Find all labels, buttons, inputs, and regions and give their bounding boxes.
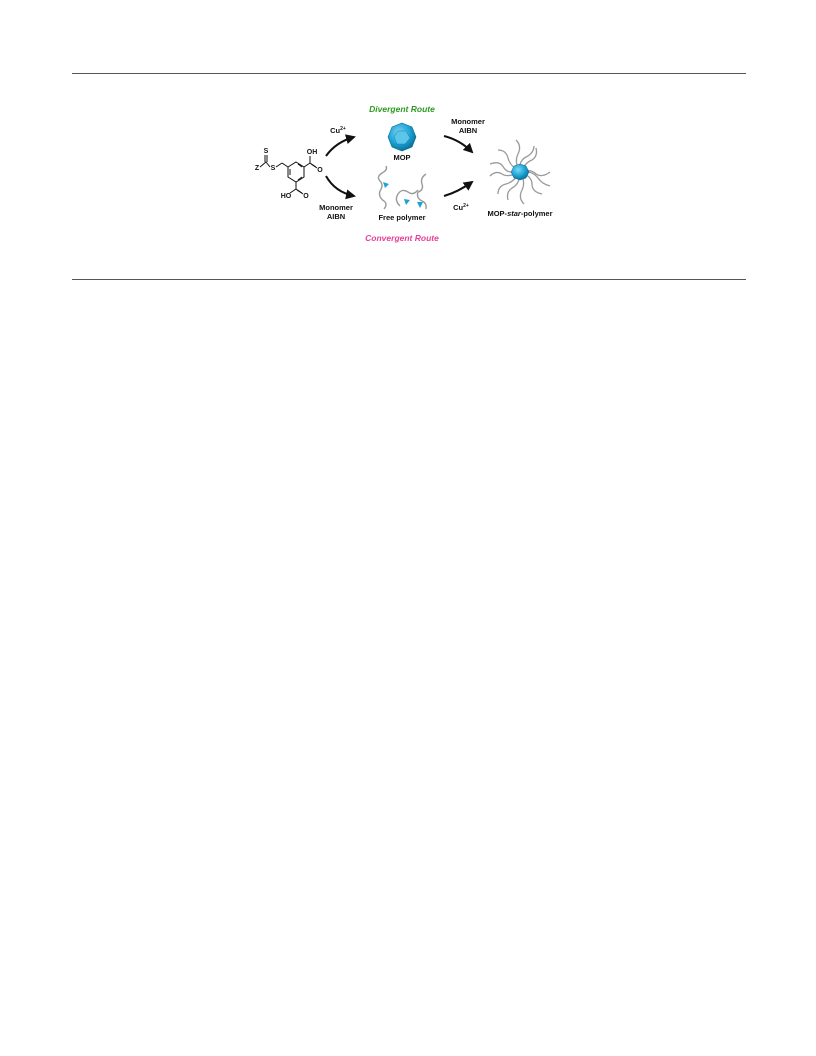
top-rule xyxy=(72,73,746,74)
star-polymer-label: MOP-star-polymer xyxy=(487,209,552,218)
star-core-cage-icon xyxy=(510,163,530,181)
atom-O-bottom: O xyxy=(303,193,309,200)
reaction-scheme: Divergent Route Convergent Route Z S S O… xyxy=(255,104,553,243)
mop-facet xyxy=(393,130,411,145)
arrow-polymer-to-star xyxy=(443,180,474,197)
polymer-end-group-icon xyxy=(417,202,423,208)
aibn-label-convergent: AIBN xyxy=(327,212,345,221)
monomer-label-convergent: Monomer xyxy=(319,203,353,212)
atom-Z: Z xyxy=(255,165,260,172)
free-polymer-icon xyxy=(377,165,427,210)
convergent-route-label: Convergent Route xyxy=(365,233,439,243)
arrow-mop-to-star xyxy=(443,135,474,154)
polymer-end-group-icon xyxy=(404,199,410,205)
atom-S-thio: S xyxy=(271,165,276,172)
atom-O-top: O xyxy=(317,167,323,174)
free-polymer-label: Free polymer xyxy=(378,213,425,222)
bottom-rule xyxy=(72,279,746,280)
arrow-ligand-to-polymer xyxy=(325,175,356,200)
atom-HO-bottom: HO xyxy=(281,193,292,200)
mop-label: MOP xyxy=(393,153,410,162)
atom-OH-top: OH xyxy=(307,149,318,156)
divergent-route-label: Divergent Route xyxy=(369,104,435,114)
atom-S-thione: S xyxy=(264,148,269,155)
ligand-molecule xyxy=(259,155,318,195)
arrow-ligand-to-mop xyxy=(325,134,356,157)
monomer-label-divergent: Monomer xyxy=(451,117,485,126)
cu-label-divergent: Cu2+ xyxy=(330,126,346,135)
cu-label-convergent: Cu2+ xyxy=(453,203,469,212)
aibn-label-divergent: AIBN xyxy=(459,126,477,135)
polymer-end-group-icon xyxy=(383,182,389,188)
